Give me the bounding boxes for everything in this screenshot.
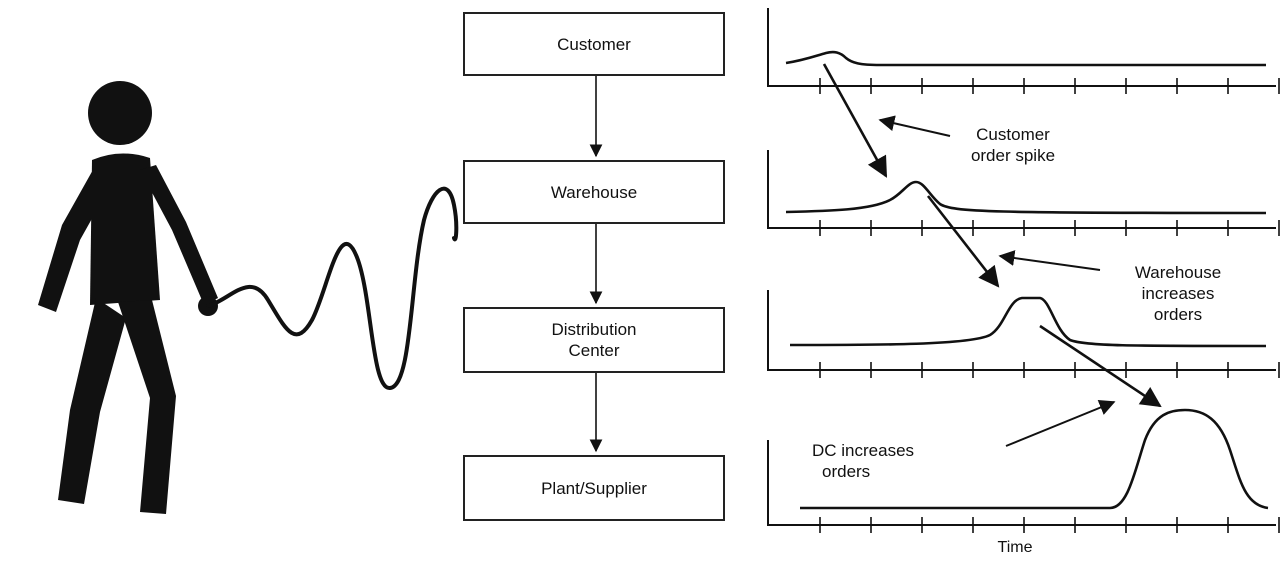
stage-label-center: Center xyxy=(568,341,620,360)
x-axis-label-time: Time xyxy=(997,539,1033,556)
stage-box-warehouse: Warehouse xyxy=(463,160,725,224)
curve-plant-orders xyxy=(800,408,1269,510)
stage-label-customer: Customer xyxy=(557,34,631,54)
axes-plant xyxy=(767,440,1276,526)
stage-box-distribution-center: Distribution Center xyxy=(463,307,725,373)
annotation-pointer-dc xyxy=(1005,400,1116,447)
propagation-arrow-3 xyxy=(1039,324,1162,408)
stage-label-plant-supplier: Plant/Supplier xyxy=(541,478,647,498)
axes-warehouse xyxy=(767,150,1276,229)
stage-label-distribution: Distribution xyxy=(551,320,637,339)
propagation-arrow-1 xyxy=(822,63,888,178)
annotation-warehouse-increases-orders: Warehouse increases orders xyxy=(1134,263,1222,324)
person-holding-whip-icon xyxy=(38,81,459,514)
stage-label-warehouse: Warehouse xyxy=(550,182,638,202)
stage-box-customer: Customer xyxy=(463,12,725,76)
annotation-dc-increases-orders: DC increases orders xyxy=(812,441,915,481)
annotation-customer-order-spike: Customer order spike xyxy=(970,125,1056,165)
propagation-arrow-2 xyxy=(926,195,1000,288)
stage-box-plant-supplier: Plant/Supplier xyxy=(463,455,725,521)
curve-warehouse-orders xyxy=(785,180,1267,215)
whip-icon xyxy=(206,186,459,390)
curve-dc-orders xyxy=(789,296,1267,348)
annotation-pointer-customer xyxy=(878,115,951,137)
axes-customer xyxy=(767,8,1276,87)
curve-customer-orders xyxy=(785,50,1266,67)
annotation-pointer-warehouse xyxy=(998,250,1101,271)
